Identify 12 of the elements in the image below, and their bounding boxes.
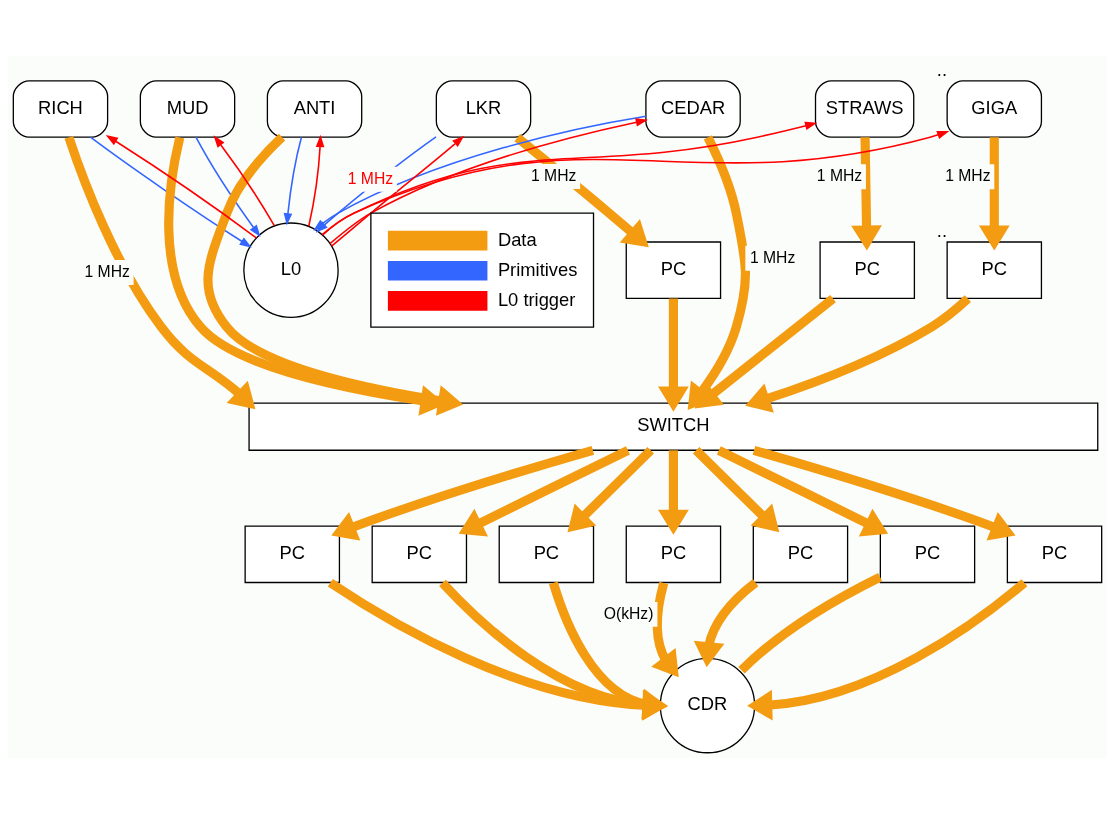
legend-label: Data: [497, 228, 537, 250]
edge-label: 1 MHz: [816, 167, 863, 185]
legend-label: L0 trigger: [497, 288, 576, 310]
edge-label: 1 MHz: [749, 248, 796, 266]
edge-label: 1 MHz: [347, 169, 394, 187]
node-label: ..: [936, 220, 947, 241]
edge-label: O(kHz): [603, 605, 654, 623]
edge-label: 1 MHz: [945, 167, 991, 185]
edge-label: 1 MHz: [84, 263, 130, 281]
legend-label: Primitives: [497, 258, 578, 280]
edge-label: 1 MHz: [531, 167, 577, 185]
node-label: ..: [936, 58, 947, 80]
